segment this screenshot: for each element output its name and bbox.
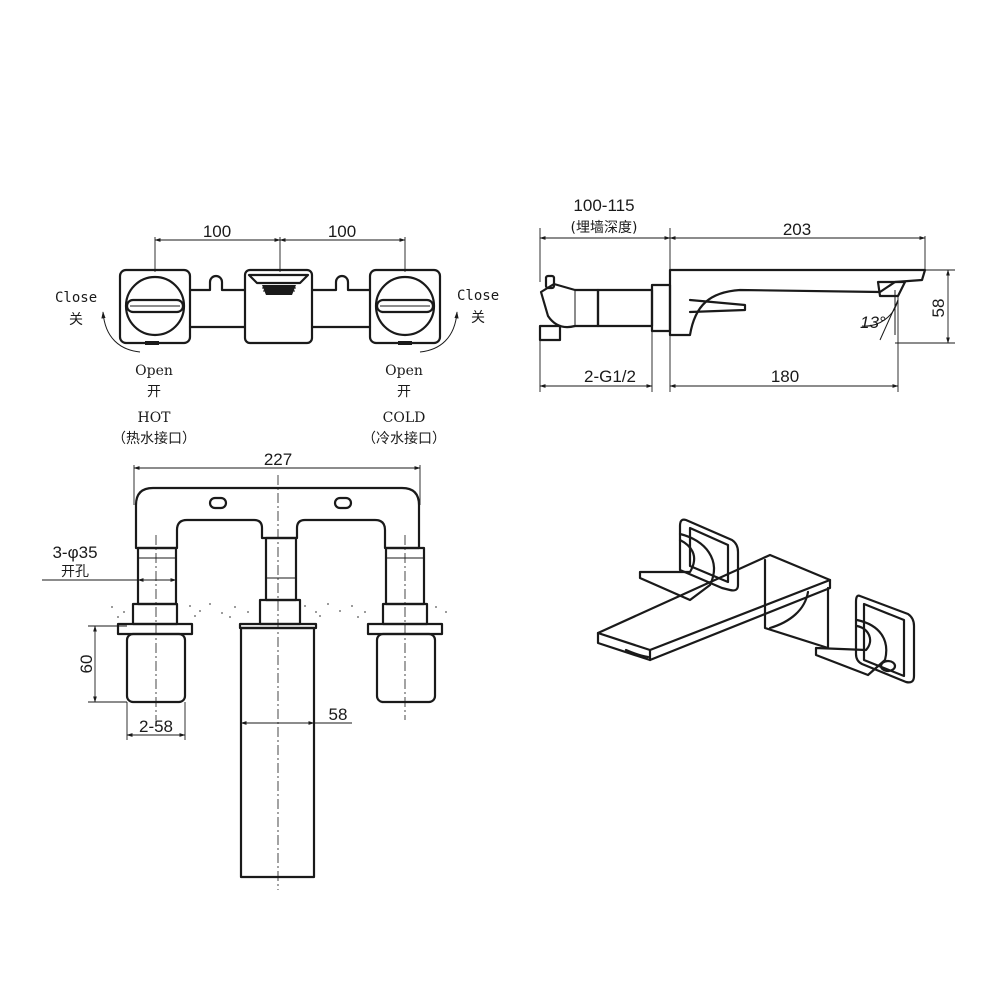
side-body [538,274,672,342]
iso-hot-handle [638,518,740,602]
front-view: 100 100 [55,222,499,447]
iso-cold-handle [814,594,916,684]
wall-surface [111,603,447,618]
side-view: 100-115 (埋墙深度) 203 13° 58 [538,196,955,392]
close-cn-left: 关 [69,312,83,328]
cold-handle-front [368,268,442,345]
hot-cn-label: （热水接口） [112,430,196,447]
cold-label: COLD [383,410,426,426]
hot-handle-top [125,632,187,704]
open-label-right: Open [385,363,423,379]
dim-spout-length: 203 [783,220,811,239]
close-label-right: Close [457,288,499,304]
cold-cn-label: （冷水接口） [362,430,446,447]
front-width-dimension: 100 100 [154,222,406,272]
mounting-bar [188,274,372,329]
dim-wall-depth-cn: (埋墙深度) [571,220,638,236]
dim-total-width: 227 [264,450,292,469]
isometric-view [596,518,916,684]
close-label-left: Close [55,290,97,306]
dim-angle: 13° [860,313,886,332]
open-label-left: Open [135,363,173,379]
hot-label: HOT [137,410,171,426]
dim-right-label: 100 [328,222,356,241]
concealed-body [134,486,421,550]
iso-spout [596,553,832,662]
dim-handle-height: 60 [77,655,96,674]
open-cn-left: 开 [147,384,161,400]
dim-inlet: 2-G1/2 [584,367,636,386]
dim-height: 58 [929,299,948,318]
spout-front [243,268,314,345]
dim-hole: 3-φ35 [52,543,97,562]
dim-handle-width: 2-58 [139,717,173,736]
dim-reach: 180 [771,367,799,386]
dim-spout-width: 58 [329,705,348,724]
spout-top [239,626,316,879]
dim-hole-cn: 开孔 [61,564,89,580]
dim-left-label: 100 [203,222,231,241]
close-cn-right: 关 [471,310,485,326]
cold-handle-top [375,632,437,704]
dim-wall-depth: 100-115 [573,196,634,215]
hot-handle-front [118,268,192,345]
top-view: 227 [42,450,447,890]
open-cn-right: 开 [397,384,411,400]
